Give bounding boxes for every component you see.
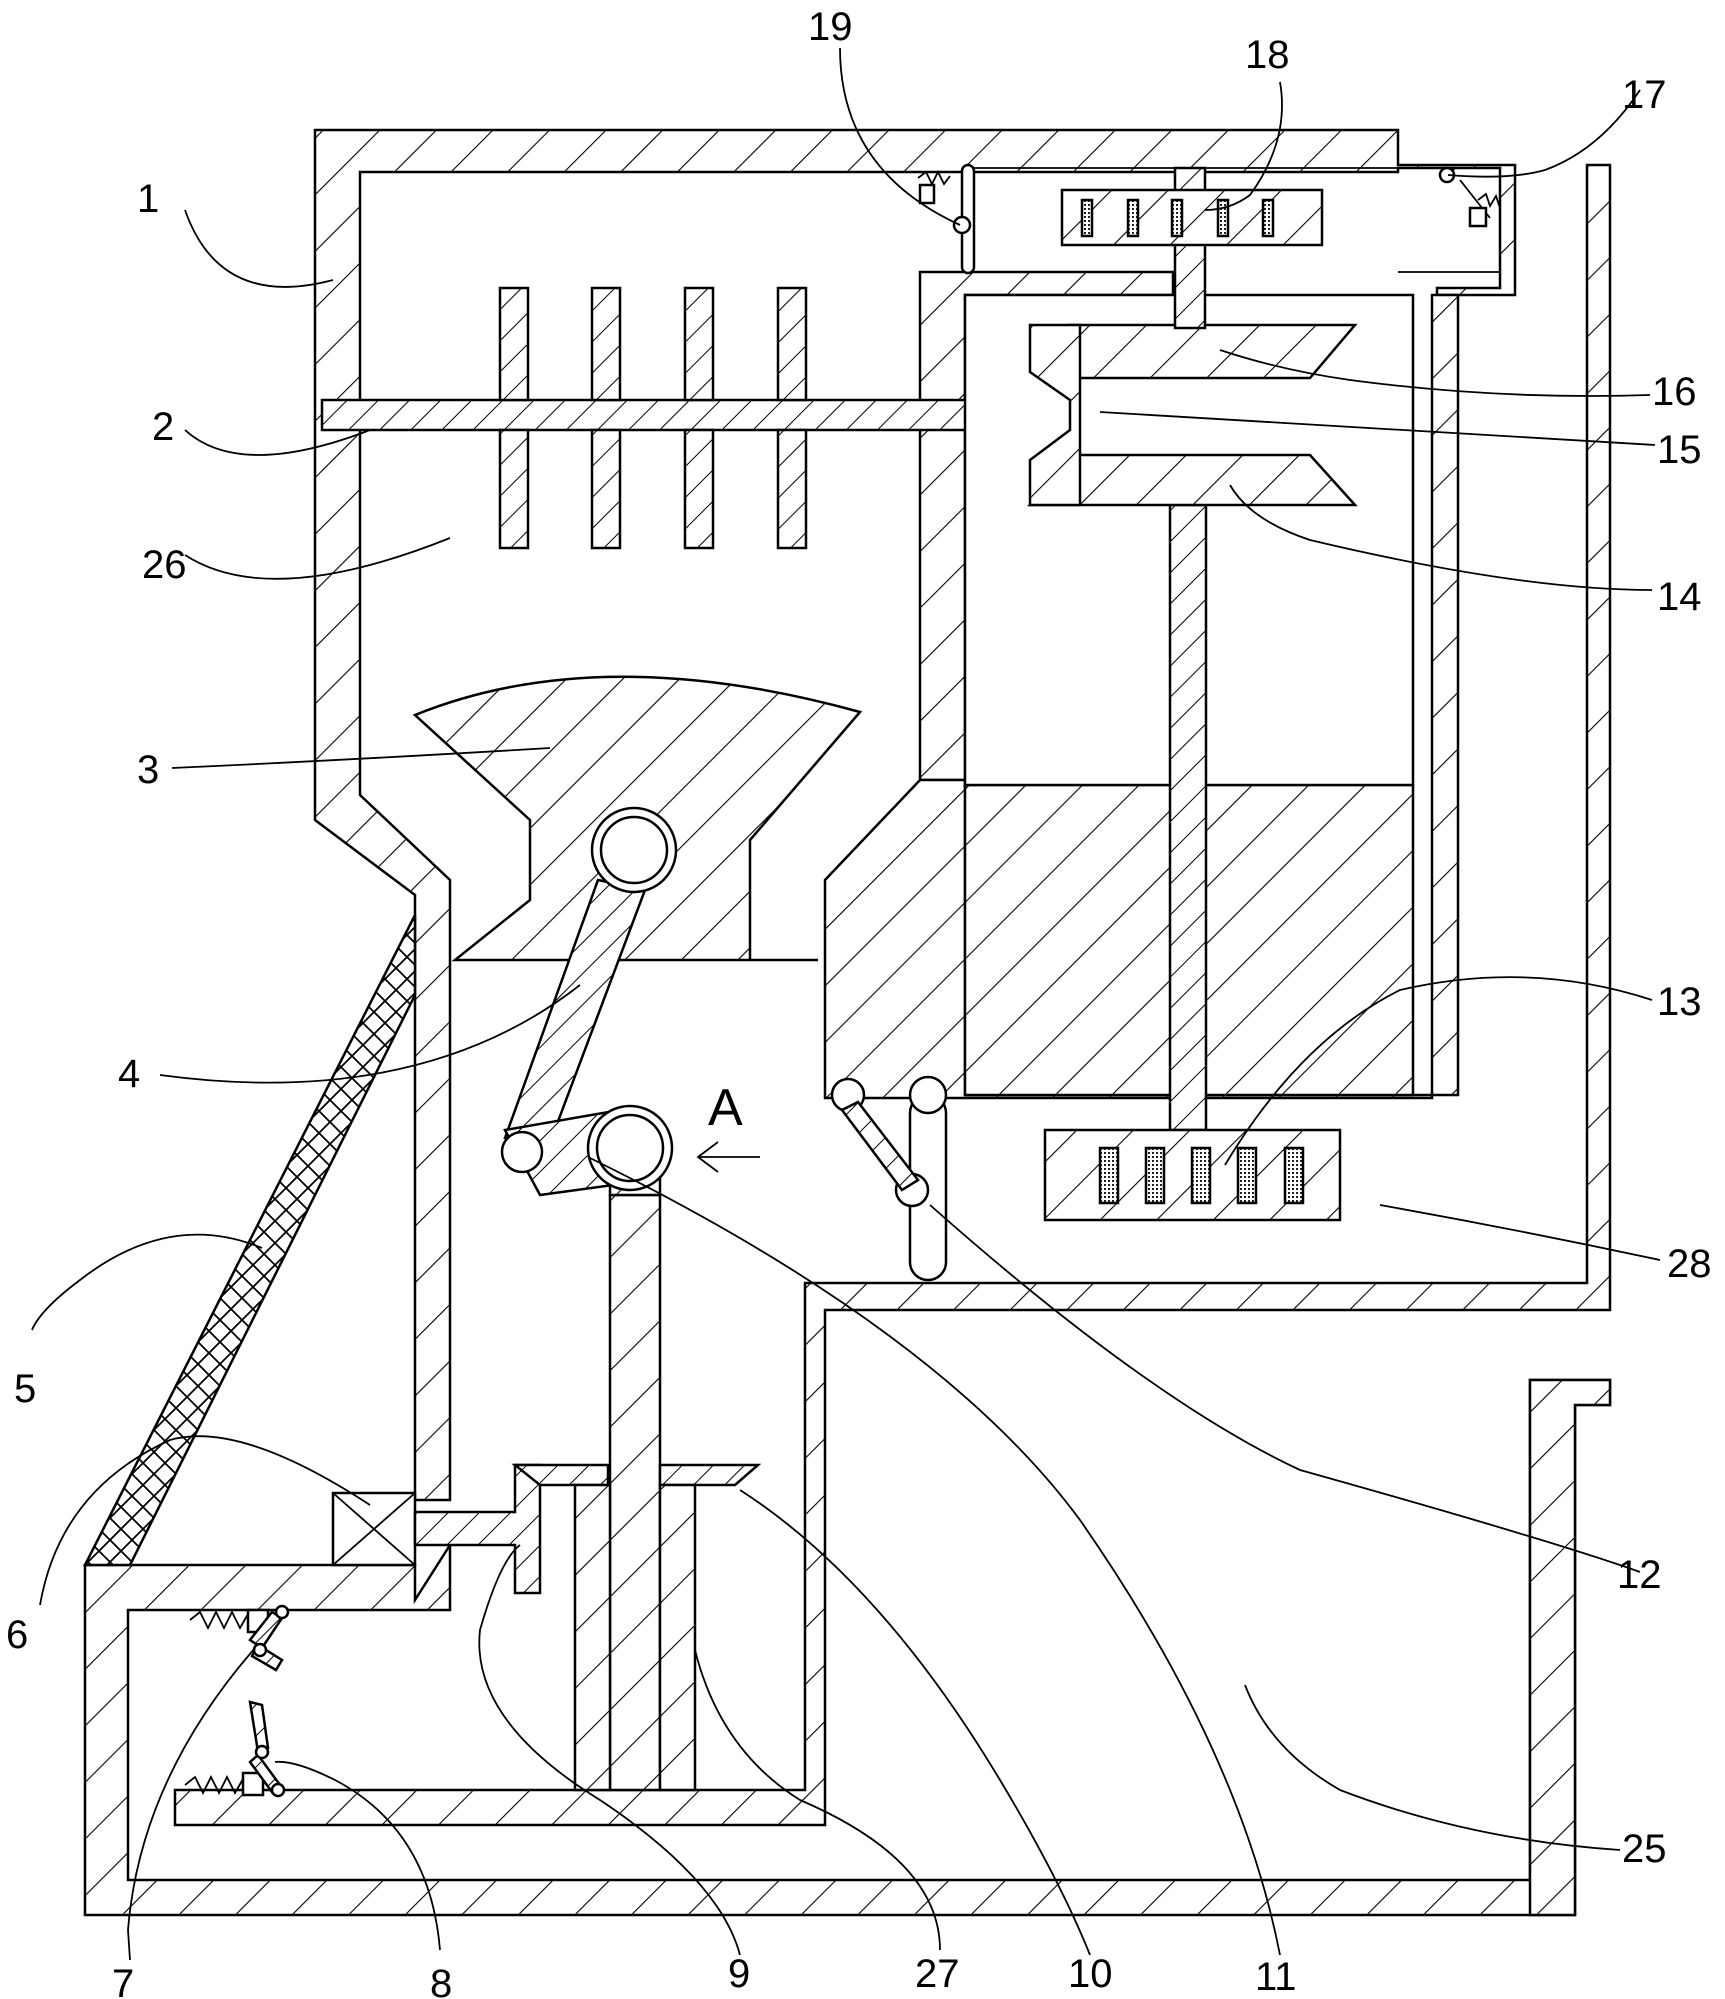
bevel-gear-16: [1068, 323, 1358, 380]
label-11: 11: [1255, 1955, 1297, 1999]
label-12: 12: [1617, 1553, 1662, 1597]
pivot-mid-inner: [595, 1113, 665, 1183]
lower-left-housing: [83, 1378, 1612, 1917]
label-16: 16: [1652, 370, 1697, 414]
spring-12: [830, 1075, 948, 1282]
gear-15: [1028, 323, 1082, 507]
label-9: 9: [728, 1952, 750, 1996]
leader-lines: [31, 47, 1661, 1961]
label-2: 2: [152, 405, 174, 449]
label-1: 1: [137, 177, 159, 221]
plate-10: [658, 1463, 762, 1487]
label-25: 25: [1622, 1827, 1667, 1871]
label-10: 10: [1068, 1952, 1113, 1996]
shaft-2: [320, 286, 1074, 550]
magnet-block-13: [1043, 1128, 1342, 1222]
label-3: 3: [137, 748, 159, 792]
label-19: 19: [808, 5, 853, 49]
column-right: [658, 1483, 697, 1792]
label-7: 7: [112, 1962, 134, 1999]
magnet-block-18: [1060, 188, 1324, 247]
label-17: 17: [1622, 73, 1667, 117]
pivot-small: [500, 1130, 544, 1174]
vertical-shaft: [1168, 503, 1208, 1132]
label-5: 5: [14, 1367, 36, 1411]
sloped-plate-5: [82, 914, 417, 1567]
view-arrow-head: [696, 1141, 719, 1173]
label-14: 14: [1657, 575, 1702, 619]
inner-partition-vertical: [918, 403, 967, 782]
block-6: [331, 1491, 417, 1567]
label-8: 8: [430, 1962, 452, 1999]
pivot-top-inner: [599, 815, 669, 885]
spring-8: [184, 1700, 286, 1798]
label-4: 4: [118, 1052, 140, 1096]
label-15: 15: [1657, 428, 1702, 472]
spring-7: [189, 1604, 290, 1672]
label-28: 28: [1667, 1242, 1712, 1286]
valve-19: [917, 163, 976, 275]
view-label-A: A: [708, 1079, 743, 1137]
label-27: 27: [915, 1952, 960, 1996]
label-18: 18: [1245, 33, 1290, 77]
central-column: [608, 1193, 662, 1792]
push-rod-9: [413, 1463, 542, 1595]
label-13: 13: [1657, 980, 1702, 1024]
right-outer-wall: [173, 163, 1612, 1827]
label-6: 6: [6, 1613, 28, 1657]
middle-block: [823, 293, 1460, 1100]
label-26: 26: [142, 543, 187, 587]
chamber-25-wall: [1528, 1378, 1612, 1917]
column-left: [573, 1483, 612, 1792]
